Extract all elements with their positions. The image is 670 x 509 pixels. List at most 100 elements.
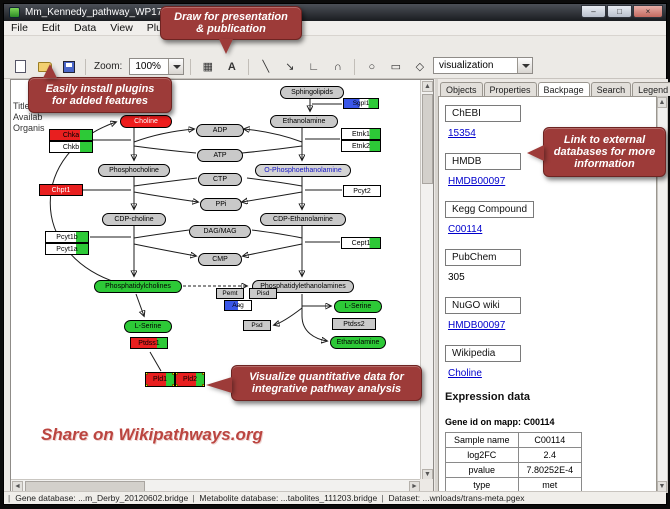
table-row: log2FC 2.4 [445,447,583,463]
toolbar-separator [85,58,86,75]
zoom-select[interactable]: 100% [129,58,185,75]
minimize-button[interactable]: – [581,5,606,18]
table-cell: log2FC [445,447,519,463]
node-cdp-choline[interactable]: CDP-choline [102,213,166,226]
selection-handle[interactable] [172,384,174,386]
node-pld1-selected[interactable]: Pld1 [145,372,175,387]
tab-backpage[interactable]: Backpage [537,82,590,97]
menu-file[interactable]: File [11,22,28,34]
hmdb-link[interactable]: HMDB00097 [448,176,506,187]
kegg-compound-link[interactable]: C00114 [448,224,483,235]
panel-scroll-up-icon[interactable]: ▲ [657,97,667,108]
label-tool-button[interactable] [221,57,242,76]
pathway-canvas[interactable]: Title: Availab Organis [10,79,434,493]
panel-scrollbar[interactable]: ▲ ▼ [657,96,668,493]
side-panel-tabs: Objects Properties Backpage Search Legen… [438,79,670,97]
node-ctp[interactable]: CTP [198,173,242,186]
node-chkb[interactable]: Chkb [49,141,93,153]
selection-handle[interactable] [202,384,204,386]
selection-handle[interactable] [146,384,148,386]
node-ptdss1[interactable]: Ptdss1 [130,337,168,349]
tab-properties[interactable]: Properties [483,82,537,96]
vertical-scroll-thumb[interactable] [422,94,433,184]
node-pemt[interactable]: Pemt [216,288,244,299]
scroll-up-icon[interactable]: ▲ [422,81,433,92]
table-row: pvalue 7.80252E-4 [445,462,583,478]
pathway-drawing-area[interactable]: Title: Availab Organis [11,80,421,480]
node-phosphatidylcholines[interactable]: Phosphatidylcholines [94,280,182,293]
canvas-horizontal-scrollbar[interactable]: ◄ ► [11,479,421,492]
node-cdp-ethanolamine[interactable]: CDP-Ethanolamine [260,213,346,226]
node-chpt1[interactable]: Chpt1 [39,184,83,196]
canvas-vertical-scrollbar[interactable]: ▲ ▼ [420,80,433,481]
rectangle-tool-button[interactable] [385,57,406,76]
chebi-link[interactable]: 15354 [448,128,476,139]
node-atp[interactable]: ATP [197,149,243,162]
selection-handle[interactable] [172,373,174,375]
menu-edit[interactable]: Edit [41,22,61,34]
node-l-serine-right[interactable]: L-Serine [334,300,382,313]
save-button[interactable] [58,57,79,76]
menu-data[interactable]: Data [74,22,97,34]
arc-tool-button[interactable] [327,57,348,76]
node-pcyt1a[interactable]: Pcyt1a [45,243,89,255]
visualization-caret-icon[interactable] [517,58,532,73]
node-sgpl1[interactable]: Sgpl1 [343,98,379,109]
node-cept1[interactable]: Cept1 [341,237,381,249]
node-pcyt2[interactable]: Pcyt2 [343,185,381,197]
table-cell: C00114 [517,432,583,448]
node-etnk2[interactable]: Etnk2 [341,140,381,152]
selection-handle[interactable] [202,373,204,375]
ellipse-tool-button[interactable] [361,57,382,76]
node-etnk1[interactable]: Etnk1 [341,128,381,140]
node-psd[interactable]: Psd [243,320,271,331]
node-sphingolipids[interactable]: Sphingolipids [280,86,344,99]
panel-splitter[interactable] [435,79,438,493]
info-organism-label: Organis [13,123,45,133]
toolbar-separator [190,58,192,75]
node-cmp[interactable]: CMP [198,253,242,266]
node-aag[interactable]: Aag [224,300,252,311]
node-pisd[interactable]: Pisd [249,288,277,299]
visualization-select[interactable]: visualization [433,57,533,74]
titlebar[interactable]: Mm_Kennedy_pathway_WP1771_45176.gpml – □… [4,4,666,21]
node-pcyt1b[interactable]: Pcyt1b [45,231,89,243]
node-pld2-selected[interactable]: Pld2 [175,372,205,387]
node-adp[interactable]: ADP [196,124,244,137]
node-ethanolamine-top[interactable]: Ethanolamine [270,115,338,128]
node-dag-mag[interactable]: DAG/MAG [189,225,251,238]
node-phosphocholine[interactable]: Phosphocholine [98,164,170,177]
menu-view[interactable]: View [110,22,133,34]
elbow-line-tool-button[interactable] [303,57,324,76]
callout-install-plugins: Easily install plugins for added feature… [28,77,172,113]
wikipedia-link[interactable]: Choline [448,368,482,379]
node-ppi[interactable]: PPi [200,198,242,211]
app-icon [9,7,20,18]
node-ptdss2[interactable]: Ptdss2 [332,318,376,330]
zoom-caret-icon[interactable] [168,59,184,74]
close-button[interactable]: × [633,5,663,18]
new-file-button[interactable] [10,57,31,76]
arrow-tool-button[interactable] [279,57,300,76]
node-choline[interactable]: Choline [120,115,172,128]
tab-objects[interactable]: Objects [440,82,483,96]
node-o-phosphoethanolamine[interactable]: O-Phosphoethanolamine [255,164,351,177]
tab-legend[interactable]: Legend [632,82,670,96]
selection-handle[interactable] [176,384,178,386]
polygon-tool-button[interactable] [409,57,430,76]
selection-handle[interactable] [146,373,148,375]
gene-id-on-mapp: Gene id on mapp: C00114 [445,417,555,427]
node-pld1-label: Pld1 [152,376,167,383]
selection-handle[interactable] [176,373,178,375]
node-chka[interactable]: Chka [49,129,93,141]
nugo-wiki-link[interactable]: HMDB00097 [448,320,506,331]
node-l-serine-left[interactable]: L-Serine [124,320,172,333]
tab-search[interactable]: Search [590,82,632,96]
data-node-tool-button[interactable] [197,57,218,76]
node-ethanolamine-bottom[interactable]: Ethanolamine [330,336,386,349]
line-tool-button[interactable] [255,57,276,76]
toolbar-separator [248,58,250,75]
node-phosphatidylethanolamines[interactable]: Phosphatidylethanolamines [252,280,354,293]
maximize-button[interactable]: □ [607,5,632,18]
